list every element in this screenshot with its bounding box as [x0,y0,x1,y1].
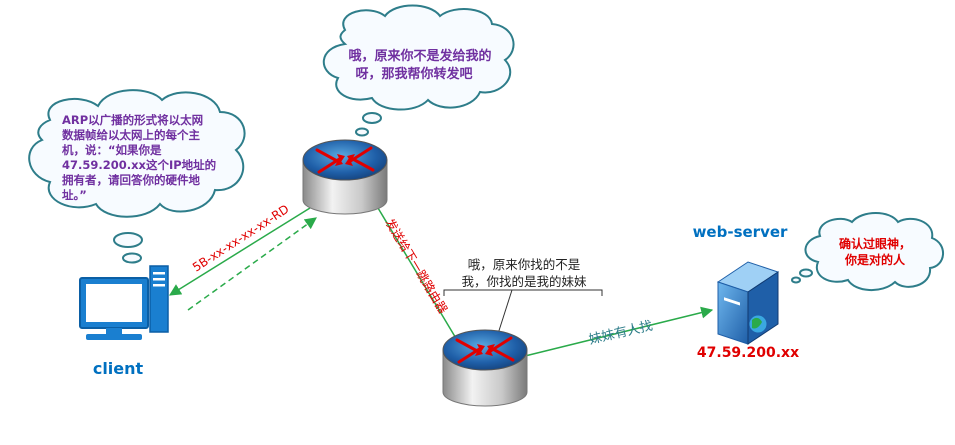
forward-next-hop-label: 发送给下一跳路由器 [382,216,450,316]
cloud-right: 确认过眼神， 你是对的人 [791,212,944,291]
cloud-top-line1: 哦，原来你不是发给我的 [348,48,491,64]
cloud-left-line: 机，说：“如果你是 [62,143,162,157]
callout-mid-line1: 哦，原来你找的不是 [468,257,581,272]
client-computer-icon [79,265,169,340]
server-ip-label: 47.59.200.xx [697,345,799,361]
cloud-left-line: 址。” [62,188,87,202]
cloud-left-line: 47.59.200.xx这个IP地址的 [62,158,216,172]
link-router1-router2 [377,207,461,346]
callout-mid: 哦，原来你找的不是 我，你找的是我的妹妹 [443,257,603,341]
router-icon [442,329,528,407]
sister-label: 妹妹有人找 [588,319,655,348]
cloud-left-text: ARP以广播的形式将以太网 数据帧给以太网上的每个主 机，说：“如果你是 47.… [62,113,216,202]
arp-request-dashed-arrow [187,217,317,311]
callout-mid-line2: 我，你找的是我的妹妹 [461,274,587,289]
cloud-left-line: ARP以广播的形式将以太网 [62,113,203,127]
cloud-left-line: 拥有者，请回答你的硬件地 [62,173,200,187]
cloud-left: ARP以广播的形式将以太网 数据帧给以太网上的每个主 机，说：“如果你是 47.… [28,89,246,264]
mac-reply-label: 5B-xx-xx-xx-xx-RD [190,202,291,275]
cloud-right-line2: 你是对的人 [844,252,906,267]
router-icon [302,139,388,215]
cloud-right-line1: 确认过眼神， [839,236,911,251]
server-label: web-server [693,223,788,241]
server-icon [716,261,780,345]
arp-reply-arrow [168,207,311,296]
cloud-top-line2: 呀，那我帮你转发吧 [355,66,472,82]
client-label: client [93,359,144,378]
cloud-left-line: 数据帧给以太网上的每个主 [62,128,200,142]
cloud-top: 哦，原来你不是发给我的 呀，那我帮你转发吧 [322,4,515,137]
link-router2-server [524,306,714,357]
